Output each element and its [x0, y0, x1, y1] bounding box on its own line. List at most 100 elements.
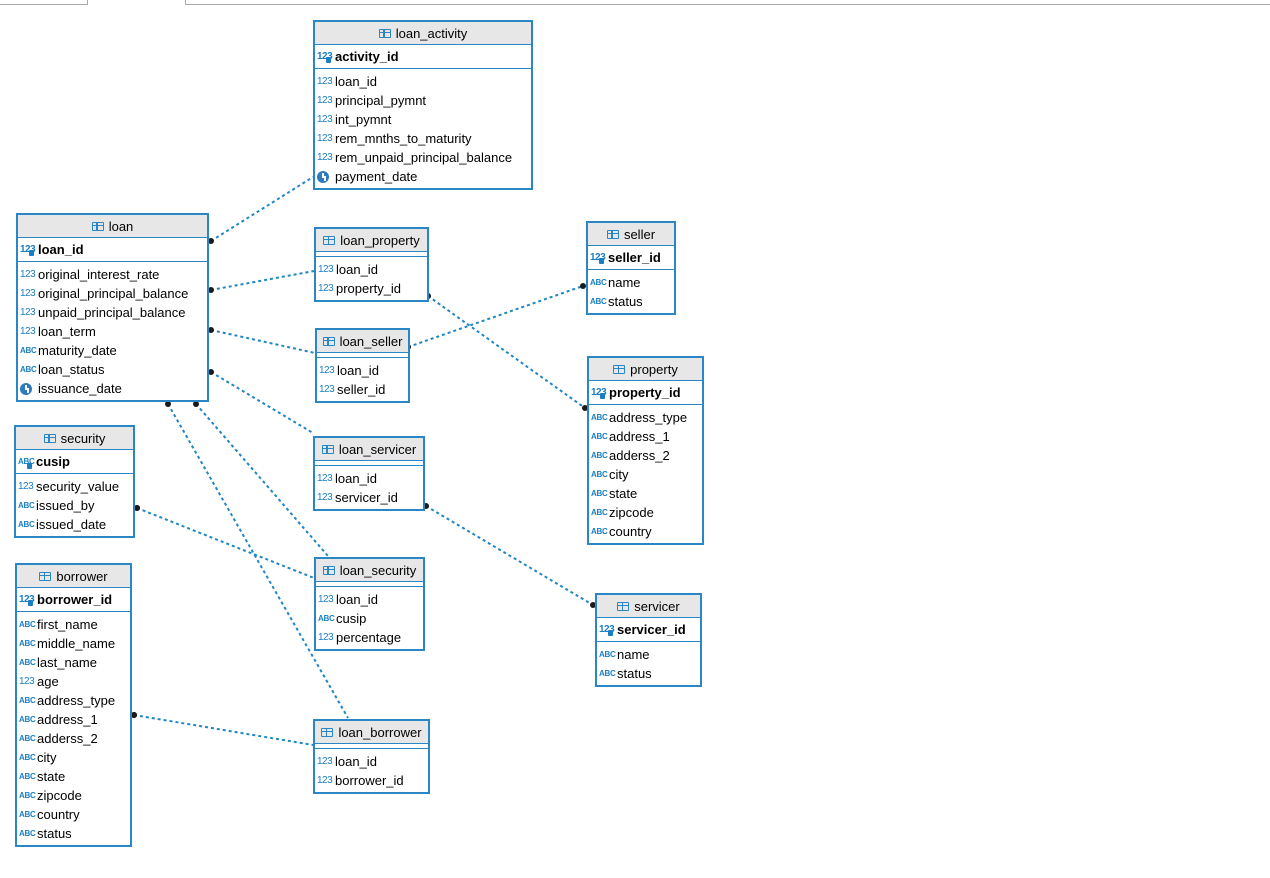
editor-tab[interactable]	[0, 0, 88, 5]
relationship-line[interactable]	[167, 403, 349, 719]
relationship-line[interactable]	[427, 295, 586, 409]
entity-header: loan_borrower	[315, 721, 428, 744]
table-icon	[322, 336, 335, 346]
text-type-icon: ABC	[591, 527, 608, 536]
editor-tab-active[interactable]	[88, 0, 184, 4]
relationship-line[interactable]	[136, 507, 315, 579]
entity-title: loan_borrower	[338, 724, 422, 740]
relationship-line[interactable]	[133, 714, 314, 746]
relationship-line[interactable]	[210, 270, 315, 291]
relationship-line[interactable]	[425, 505, 594, 606]
relationship-line[interactable]	[195, 403, 329, 557]
entity-title: seller	[623, 226, 656, 242]
key-separator	[315, 461, 423, 466]
relationship-end-dot	[590, 602, 596, 608]
column-name: issued_by	[36, 498, 95, 513]
text-type-icon: ABC	[19, 810, 36, 819]
number-type-icon: 123	[317, 775, 333, 786]
entity-header: loan_servicer	[315, 438, 423, 461]
relationship-line[interactable]	[210, 329, 316, 354]
relationship-line[interactable]	[210, 371, 314, 434]
table-icon	[322, 565, 335, 575]
text-type-icon: ABC	[599, 650, 616, 659]
relationship-line[interactable]	[407, 285, 584, 348]
relationship-line[interactable]	[210, 176, 314, 242]
column-row[interactable]: issuance_date	[18, 379, 207, 398]
column-row[interactable]: payment_date	[315, 167, 531, 186]
column-name: rem_mnths_to_maturity	[335, 131, 472, 146]
column-name: country	[37, 807, 80, 822]
